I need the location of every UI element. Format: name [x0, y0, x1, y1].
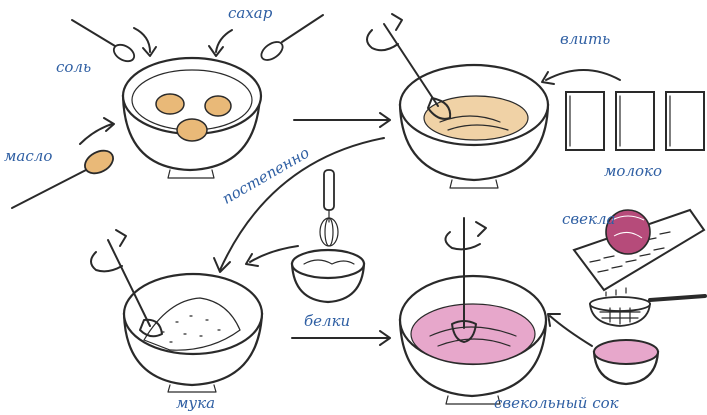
arrow-head-icon — [476, 222, 486, 236]
label-milk: молоко — [604, 164, 662, 179]
sugar-spoon-icon — [258, 15, 323, 64]
arrow-icon — [550, 316, 592, 346]
milk-cartons — [566, 92, 704, 150]
label-salt: соль — [56, 60, 91, 75]
rotate-arrow-icon — [367, 30, 398, 50]
whisk-icon — [320, 170, 338, 246]
mixing-bowl-beet — [400, 218, 546, 404]
mixing-bowl-flour — [108, 240, 262, 392]
mixing-bowl-eggs — [123, 58, 261, 178]
arrow-icon — [216, 30, 232, 52]
sieve-icon — [590, 296, 705, 326]
rotate-arrow-icon — [91, 252, 122, 271]
arrow-head-icon — [116, 230, 126, 246]
egg-yolk-icon — [177, 119, 207, 141]
label-butter: масло — [4, 149, 52, 164]
egg-yolk-icon — [205, 96, 231, 116]
label-sugar: сахар — [228, 6, 272, 21]
label-beet: свекла — [562, 212, 615, 227]
label-beet-juice: свекольный сок — [494, 396, 619, 411]
beet-juice-bowl — [594, 340, 658, 384]
mixing-bowl-batter — [384, 24, 548, 188]
arrow-icon — [546, 70, 620, 80]
arrow-icon — [250, 246, 298, 262]
label-whites: белки — [304, 314, 350, 329]
egg-yolk-icon — [156, 94, 184, 114]
rotate-arrow-icon — [445, 232, 480, 249]
arrow-icon — [80, 124, 112, 144]
egg-whites-bowl — [292, 250, 364, 302]
label-flour: мука — [176, 396, 215, 411]
arrow-icon — [134, 28, 150, 52]
arrow-head-icon — [392, 14, 402, 30]
label-pour-in: влить — [560, 32, 610, 47]
